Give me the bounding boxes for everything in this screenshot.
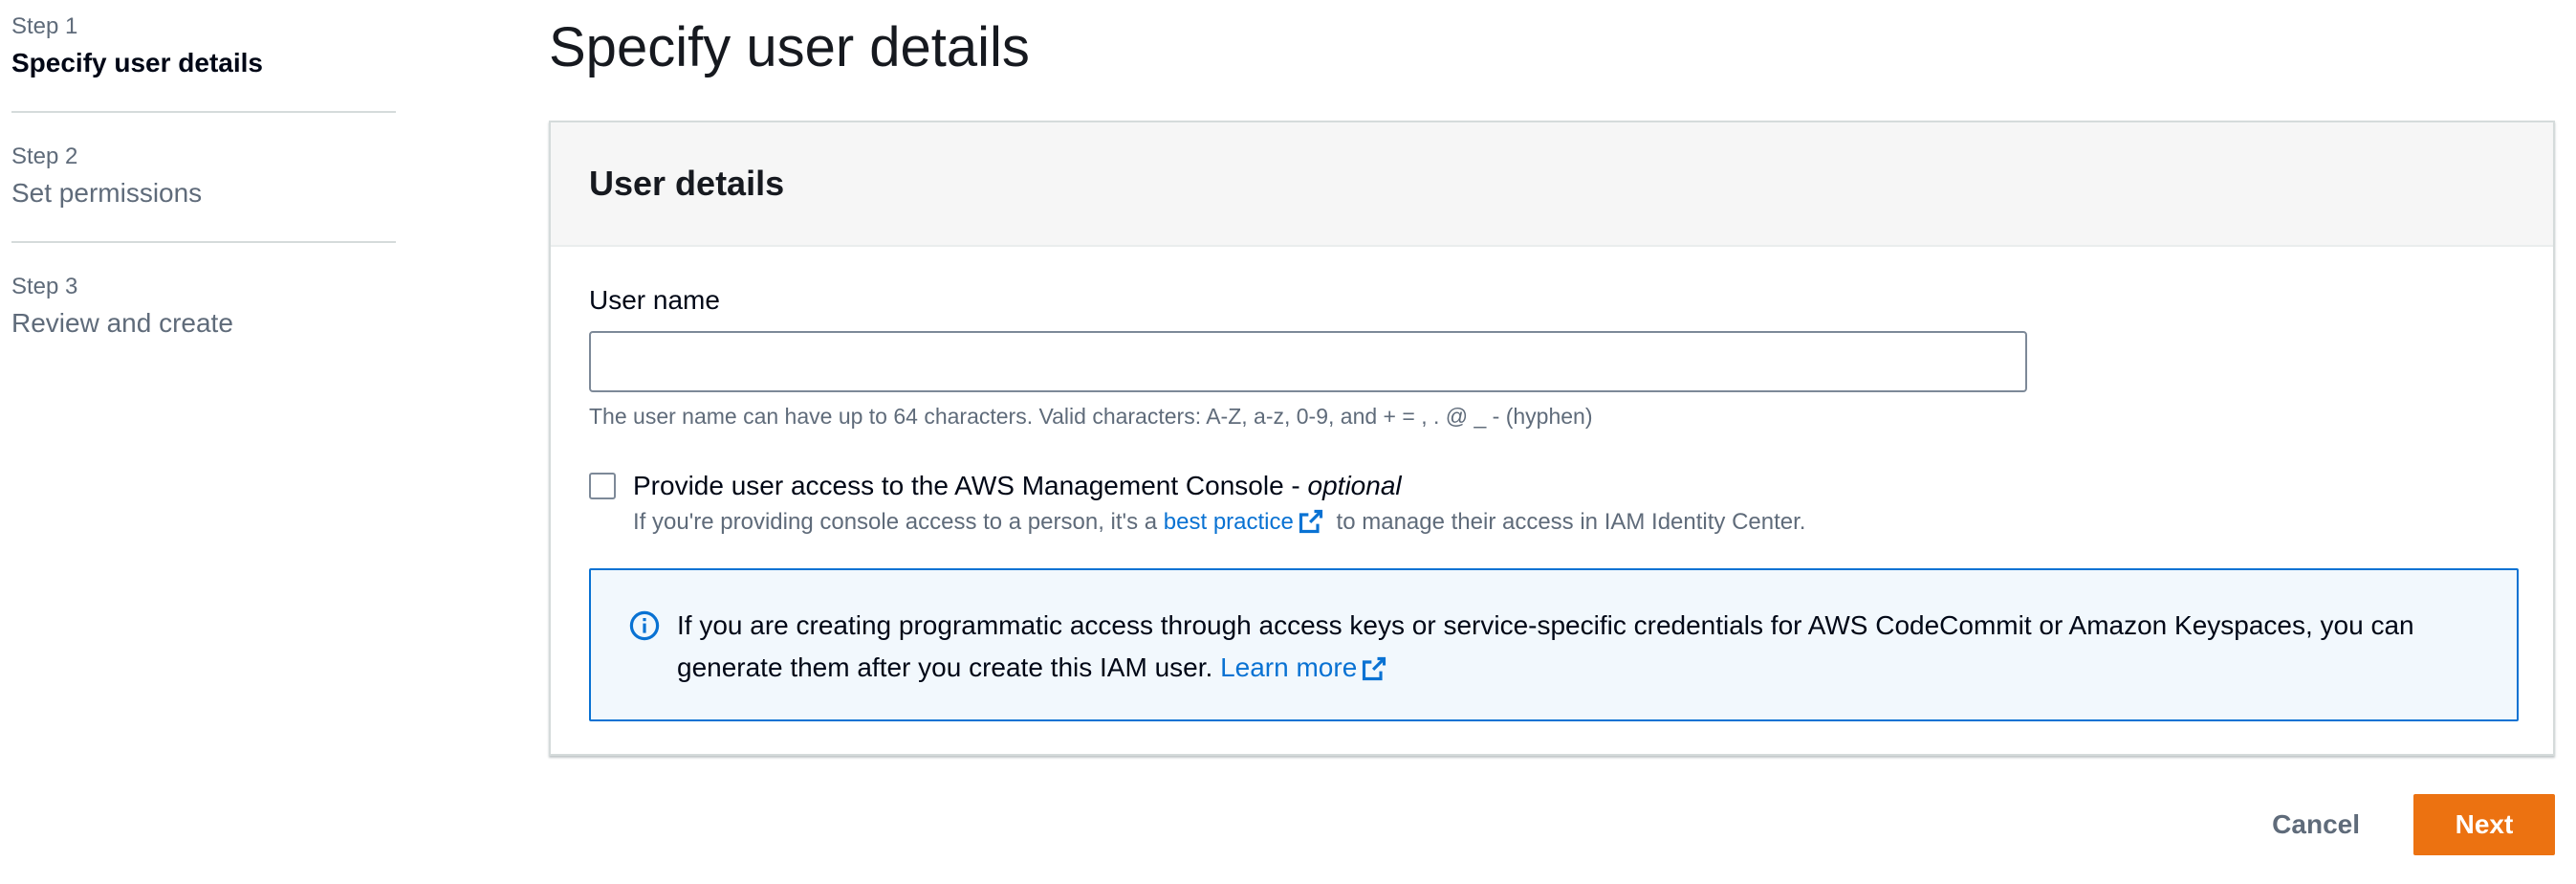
learn-more-link[interactable]: Learn more <box>1220 652 1393 682</box>
user-details-header: User details <box>551 122 2553 247</box>
next-button[interactable]: Next <box>2413 794 2555 855</box>
username-hint: The user name can have up to 64 characte… <box>589 404 1593 429</box>
best-practice-link[interactable]: best practice <box>1164 509 1330 535</box>
console-access-option: Provide user access to the AWS Managemen… <box>589 467 2515 540</box>
main-content: Specify user details User details User n… <box>549 0 2555 756</box>
console-access-label-text: Provide user access to the AWS Managemen… <box>633 471 1308 500</box>
step-1: Step 1 Specify user details <box>11 10 396 113</box>
user-details-container: User details User name The user name can… <box>549 121 2555 756</box>
page-title: Specify user details <box>549 16 1030 78</box>
cancel-button[interactable]: Cancel <box>2243 794 2389 855</box>
info-icon <box>629 610 660 641</box>
console-access-desc-after: to manage their access in IAM Identity C… <box>1329 509 1806 535</box>
external-link-icon <box>1299 509 1322 534</box>
console-access-label[interactable]: Provide user access to the AWS Managemen… <box>633 467 1805 505</box>
user-details-heading: User details <box>589 164 785 203</box>
user-details-body: User name The user name can have up to 6… <box>551 247 2553 721</box>
username-label: User name <box>589 285 720 315</box>
step-3-number: Step 3 <box>11 274 78 299</box>
console-access-description: If you're providing console access to a … <box>633 505 1805 540</box>
step-3-title: Review and create <box>11 308 233 338</box>
step-2-number: Step 2 <box>11 144 78 169</box>
wizard-actions: Cancel Next <box>2243 794 2555 855</box>
step-2-title: Set permissions <box>11 178 203 208</box>
external-link-icon <box>1363 656 1386 681</box>
info-alert-message: If you are creating programmatic access … <box>677 610 2414 682</box>
console-access-optional: optional <box>1307 471 1402 500</box>
step-1-number: Step 1 <box>11 13 78 39</box>
console-access-desc-before: If you're providing console access to a … <box>633 509 1164 535</box>
best-practice-link-text: best practice <box>1163 509 1294 535</box>
username-input[interactable] <box>589 331 2027 392</box>
console-access-checkbox[interactable] <box>589 473 616 499</box>
step-1-title: Specify user details <box>11 48 264 77</box>
step-3: Step 3 Review and create <box>11 270 396 371</box>
wizard-steps: Step 1 Specify user details Step 2 Set p… <box>11 10 396 398</box>
learn-more-link-text: Learn more <box>1220 652 1358 682</box>
info-alert-text: If you are creating programmatic access … <box>677 605 2478 719</box>
info-alert: If you are creating programmatic access … <box>589 568 2519 721</box>
step-2: Step 2 Set permissions <box>11 140 396 243</box>
